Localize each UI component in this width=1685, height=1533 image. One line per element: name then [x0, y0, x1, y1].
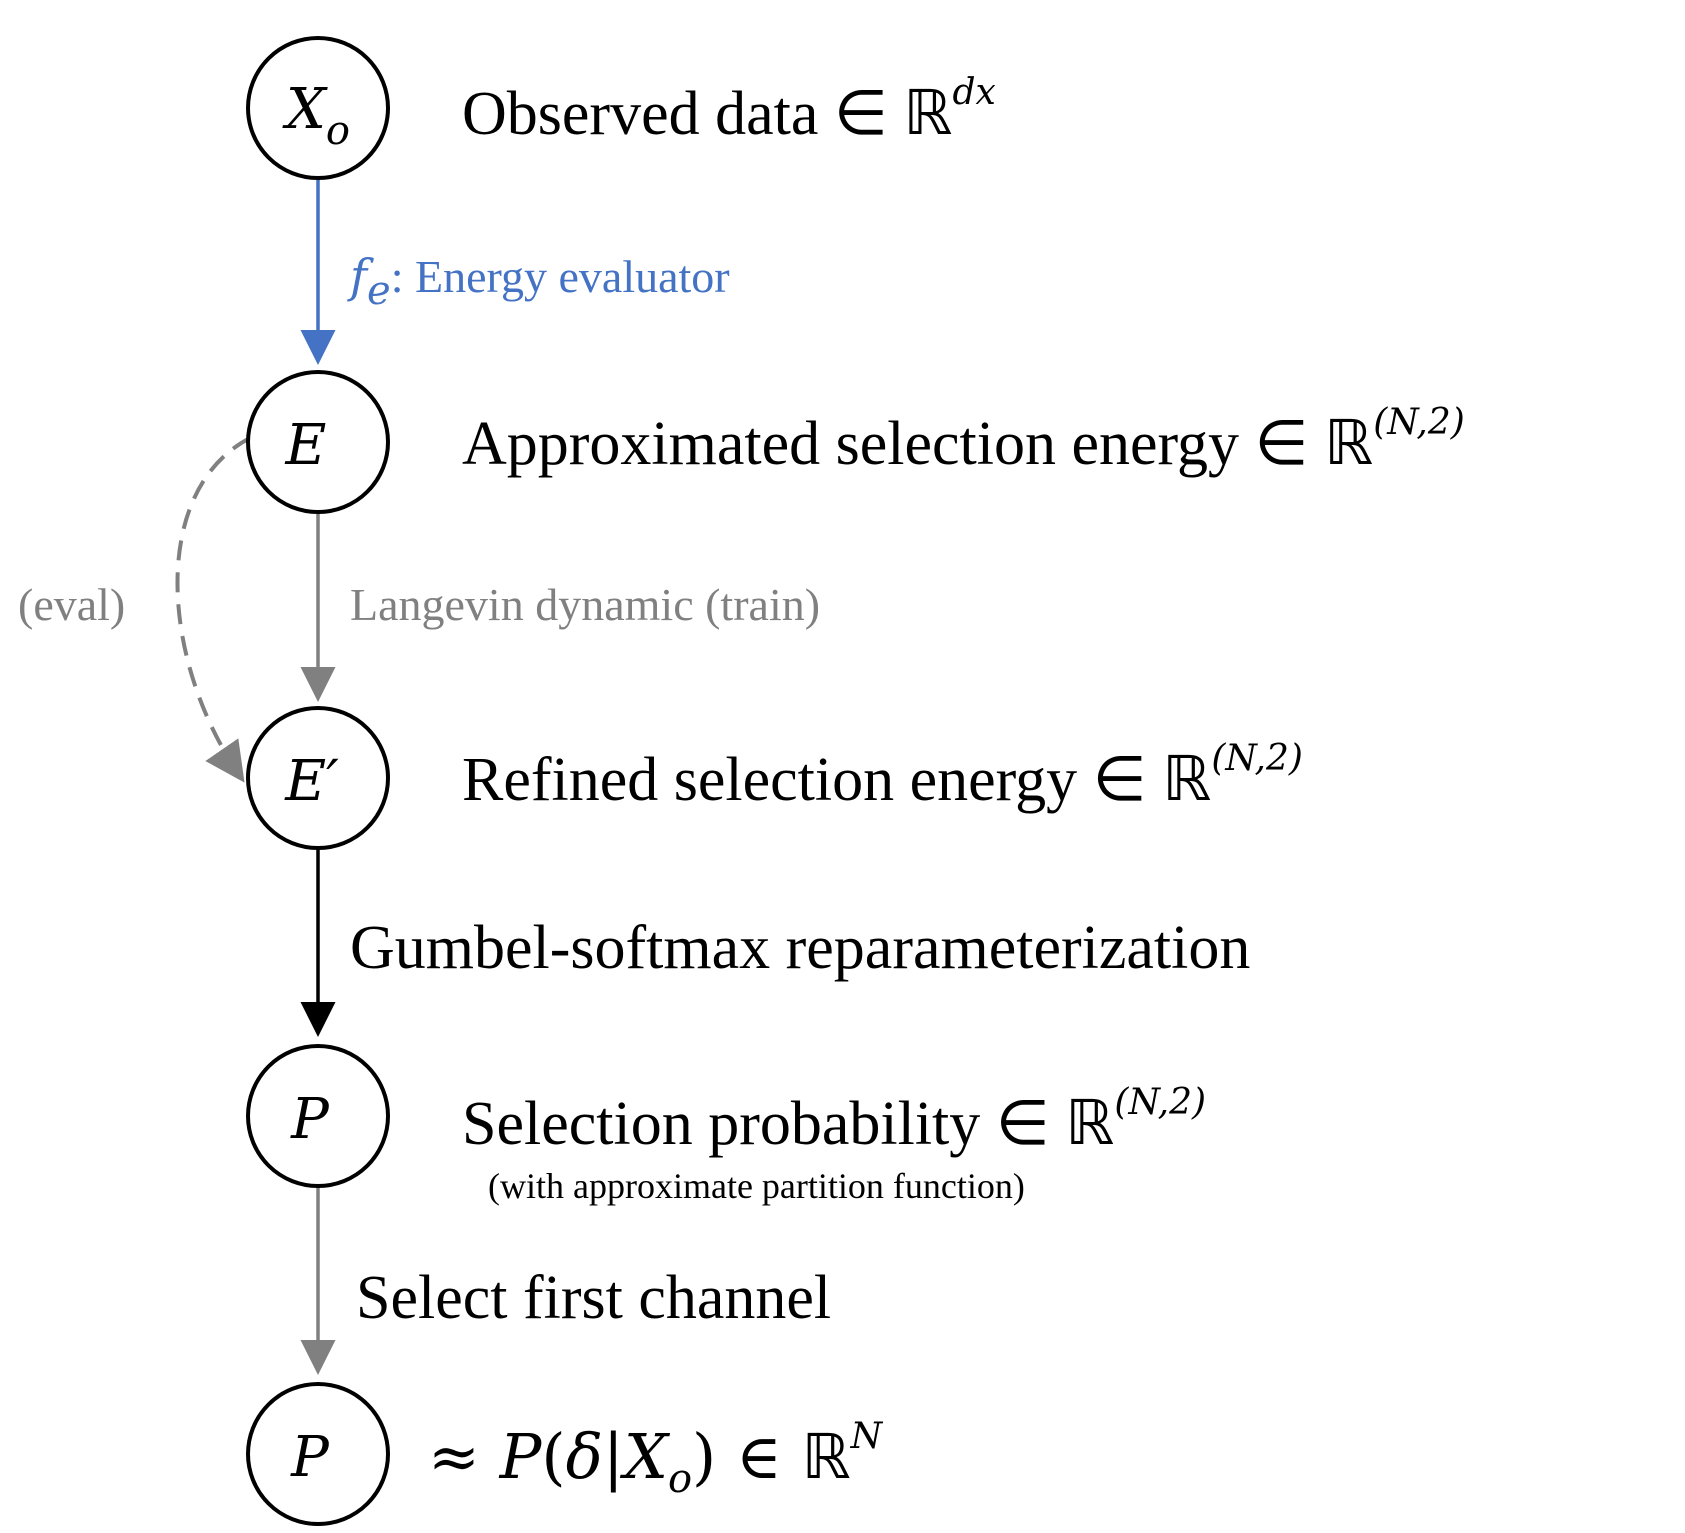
label-selection-probability: Selection probability ∈ ℝ(N,2) — [462, 1082, 1206, 1159]
svg-text:P: P — [290, 1087, 330, 1152]
edge-eval-dashed — [175, 436, 251, 783]
node-p-selection: P — [246, 1044, 390, 1188]
label-select-channel: Select first channel — [356, 1264, 831, 1332]
label-final-probability: ≈ P(δ|Xo) ∈ ℝN — [428, 1416, 884, 1502]
label-gumbel: Gumbel-softmax reparameterization — [350, 914, 1250, 982]
node-p-final: P — [246, 1382, 390, 1526]
node-e-approx: E — [246, 370, 390, 514]
svg-text:Xo: Xo — [282, 77, 350, 154]
label-observed-data: Observed data ∈ ℝdx — [462, 72, 996, 149]
label-energy-evaluator: fe: Energy evaluator — [347, 249, 730, 314]
label-langevin: Langevin dynamic (train) — [350, 579, 820, 630]
svg-text:P: P — [290, 1425, 330, 1490]
label-approx-energy: Approximated selection energy ∈ ℝ(N,2) — [462, 402, 1465, 479]
label-partition-note: (with approximate partition function) — [488, 1166, 1025, 1206]
svg-text:E: E — [285, 413, 327, 478]
node-e-prime-refined: E′ — [246, 706, 390, 850]
label-refined-energy: Refined selection energy ∈ ℝ(N,2) — [462, 738, 1303, 815]
node-x-observed: Xo — [246, 36, 390, 180]
svg-text:E′: E′ — [284, 749, 339, 814]
label-eval: (eval) — [18, 579, 125, 630]
